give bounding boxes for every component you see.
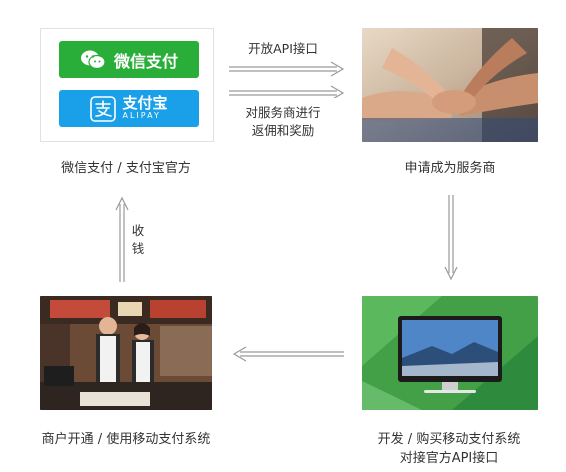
alipay-sublabel: ALIPAY [122, 111, 161, 121]
cafe-staff-photo [40, 296, 212, 410]
payment-platforms-caption: 微信支付 / 支付宝官方 [61, 161, 191, 176]
handshake-photo [362, 28, 538, 142]
right-down-arrow [444, 195, 458, 281]
open-api-label: 开放API接口 [248, 41, 318, 56]
wechat-chat-icon [80, 50, 106, 69]
payment-platforms-panel: 微信支付 支付宝 ALIPAY [40, 28, 214, 142]
alipay-label: 支付宝 [122, 94, 168, 113]
left-up-arrow [115, 196, 129, 282]
develop-caption-line1: 开发 / 购买移动支付系统 [377, 432, 521, 447]
collect-money-label-line2: 钱 [131, 241, 145, 256]
commission-label-line2: 返佣和奖励 [251, 123, 315, 138]
service-provider-caption: 申请成为服务商 [404, 161, 496, 176]
alipay-badge: 支付宝 ALIPAY [59, 90, 199, 127]
collect-money-label-line1: 收 [131, 223, 145, 238]
wechat-pay-badge: 微信支付 [59, 41, 199, 78]
merchant-caption: 商户开通 / 使用移动支付系统 [41, 432, 211, 447]
top-arrows [229, 61, 345, 98]
alipay-logo-icon [90, 95, 117, 122]
laptop-screen-photo [362, 296, 538, 410]
commission-label-line1: 对服务商进行 [245, 105, 321, 120]
develop-caption-line2: 对接官方API接口 [399, 451, 499, 466]
wechat-pay-label: 微信支付 [113, 51, 178, 71]
bottom-left-arrow [232, 346, 344, 362]
